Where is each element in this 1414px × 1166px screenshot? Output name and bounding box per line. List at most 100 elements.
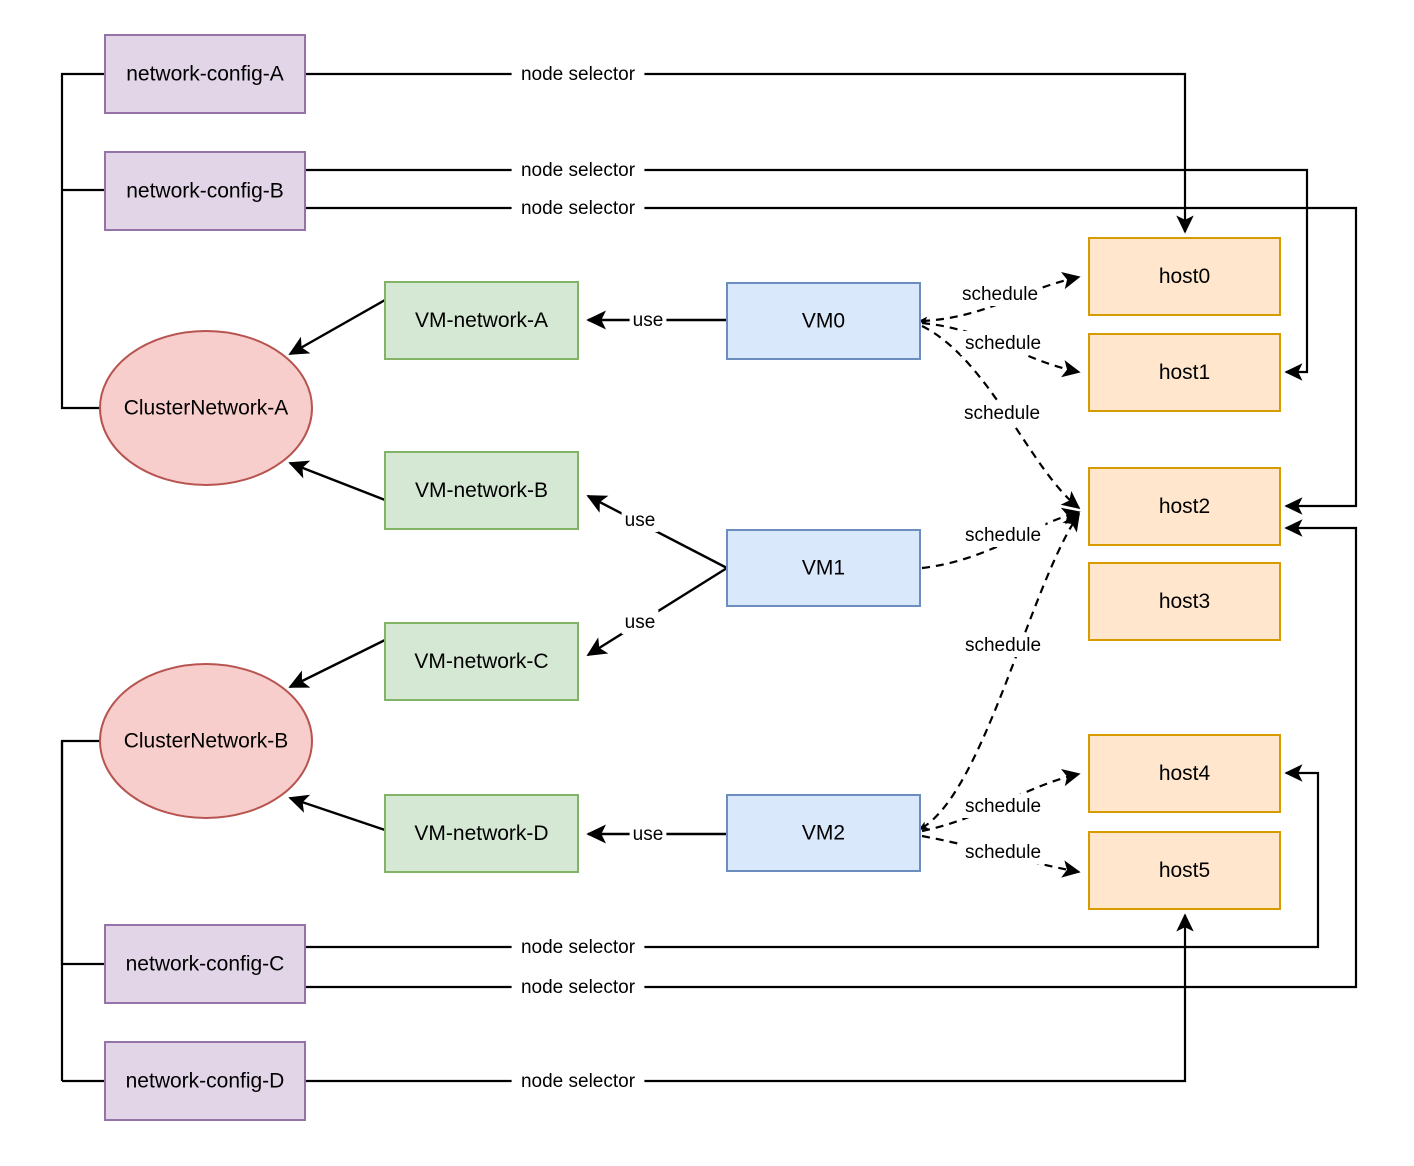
use-label-vm1-vmn-b: use [621, 508, 659, 532]
vm-node-box[interactable] [726, 282, 921, 360]
cluster-network-node-shape[interactable] [99, 663, 313, 819]
cluster-network-node-cn-b[interactable]: ClusterNetwork-B [99, 663, 313, 819]
network-config-node-nc-b[interactable]: network-config-B [104, 151, 306, 231]
cluster-network-node-shape[interactable] [99, 330, 313, 486]
edge-nc-c-cn-b [60, 739, 105, 966]
vm-network-node-box[interactable] [384, 794, 579, 873]
edge-layer-vmnet-cluster [288, 298, 386, 832]
host-node-box[interactable] [1088, 831, 1281, 910]
node-selector-label-nc-a-host0: node selector [511, 62, 645, 86]
host-node-box[interactable] [1088, 734, 1281, 813]
host-node-host2[interactable]: host2 [1088, 467, 1281, 546]
host-node-box[interactable] [1088, 562, 1281, 641]
vm-node-box[interactable] [726, 529, 921, 607]
edge-layer-config-cluster [60, 72, 105, 1083]
vm-node-label: VM0 [802, 310, 845, 333]
schedule-label-vm2-host2: schedule [960, 633, 1046, 657]
host-node-box[interactable] [1088, 333, 1281, 412]
host-node-label: host4 [1159, 762, 1211, 785]
vm-network-node-box[interactable] [384, 622, 579, 701]
edge-vm2-host5 [921, 834, 1081, 878]
edge-vmn-c-cn-b [288, 638, 386, 689]
network-config-node-nc-d[interactable]: network-config-D [104, 1041, 306, 1121]
network-config-node-box[interactable] [104, 151, 306, 231]
edge-label-backdrop [959, 401, 1045, 425]
edge-vmn-b-cn-a [288, 460, 386, 502]
use-label-vm1-vmn-c: use [621, 610, 659, 634]
edge-label-text: use [625, 510, 656, 531]
edge-label-text: schedule [965, 842, 1041, 863]
use-label-vm2-vmn-d: use [629, 822, 667, 846]
edge-nc-b-host1 [305, 168, 1309, 381]
edge-nc-b-host2 [305, 206, 1358, 515]
edge-label-text: use [633, 310, 664, 331]
schedule-label-vm0-host0: schedule [957, 282, 1043, 306]
edge-label-backdrop [957, 282, 1043, 306]
edge-label-backdrop [629, 822, 667, 846]
network-config-node-box[interactable] [104, 1041, 306, 1121]
schedule-label-vm0-host1: schedule [960, 331, 1046, 355]
vm-network-node-vmn-b[interactable]: VM-network-B [384, 451, 579, 530]
network-config-node-box[interactable] [104, 924, 306, 1004]
edge-label-layer: node selector node selector node selector n… [511, 62, 1046, 1093]
host-node-host0[interactable]: host0 [1088, 237, 1281, 316]
host-node-host1[interactable]: host1 [1088, 333, 1281, 412]
edge-nc-d-host5 [305, 913, 1194, 1083]
vm-node-box[interactable] [726, 794, 921, 872]
host-node-host5[interactable]: host5 [1088, 831, 1281, 910]
edge-vm0-host2 [921, 325, 1081, 510]
network-config-node-label: network-config-A [126, 63, 284, 86]
host-node-host4[interactable]: host4 [1088, 734, 1281, 813]
edge-label-text: schedule [965, 635, 1041, 656]
vm-node-vm0[interactable]: VM0 [726, 282, 921, 360]
edge-label-text: schedule [965, 333, 1041, 354]
vm-network-node-vmn-a[interactable]: VM-network-A [384, 281, 579, 360]
host-node-label: host0 [1159, 265, 1210, 288]
node-selector-label-nc-c-host4: node selector [511, 935, 645, 959]
edge-label-text: node selector [521, 198, 636, 219]
vm-node-label: VM2 [802, 822, 845, 845]
edge-label-text: schedule [965, 525, 1041, 546]
vm-network-node-box[interactable] [384, 451, 579, 530]
edge-label-backdrop [629, 308, 667, 332]
cluster-network-node-cn-a[interactable]: ClusterNetwork-A [99, 330, 313, 486]
vm-network-node-label: VM-network-A [415, 309, 548, 332]
node-selector-label-nc-b-host1: node selector [511, 158, 645, 182]
vm-network-node-vmn-d[interactable]: VM-network-D [384, 794, 579, 873]
vm-node-vm1[interactable]: VM1 [726, 529, 921, 607]
host-node-label: host2 [1159, 495, 1210, 518]
network-config-node-box[interactable] [104, 34, 306, 114]
node-selector-label-nc-b-host2: node selector [511, 196, 645, 220]
schedule-label-vm1-host2: schedule [960, 523, 1046, 547]
vm-node-vm2[interactable]: VM2 [726, 794, 921, 872]
edge-layer-schedule [917, 272, 1081, 878]
edge-label-text: schedule [964, 403, 1040, 424]
vm-network-node-vmn-c[interactable]: VM-network-C [384, 622, 579, 701]
edge-label-backdrop [960, 633, 1046, 657]
host-node-box[interactable] [1088, 237, 1281, 316]
use-label-vm0-vmn-a: use [629, 308, 667, 332]
edge-label-text: node selector [521, 977, 636, 998]
vm-network-node-box[interactable] [384, 281, 579, 360]
network-config-node-label: network-config-C [126, 953, 285, 976]
edge-vmn-a-cn-a [288, 298, 386, 356]
edge-label-text: schedule [962, 284, 1038, 305]
edge-label-text: schedule [965, 796, 1041, 817]
host-node-box[interactable] [1088, 467, 1281, 546]
network-config-node-label: network-config-B [126, 180, 284, 203]
edge-label-text: node selector [521, 64, 636, 85]
edge-label-text: node selector [521, 1071, 636, 1092]
edge-nc-c-host2 [305, 519, 1358, 989]
edge-vmn-d-cn-b [288, 794, 386, 832]
edge-label-backdrop [511, 1069, 645, 1093]
network-config-node-nc-a[interactable]: network-config-A [104, 34, 306, 114]
edge-vm0-host0 [917, 272, 1081, 325]
node-selector-label-nc-d-host5: node selector [511, 1069, 645, 1093]
network-config-node-nc-c[interactable]: network-config-C [104, 924, 306, 1004]
edge-label-backdrop [511, 158, 645, 182]
host-node-label: host5 [1159, 859, 1210, 882]
host-node-host3[interactable]: host3 [1088, 562, 1281, 641]
edge-label-backdrop [960, 331, 1046, 355]
